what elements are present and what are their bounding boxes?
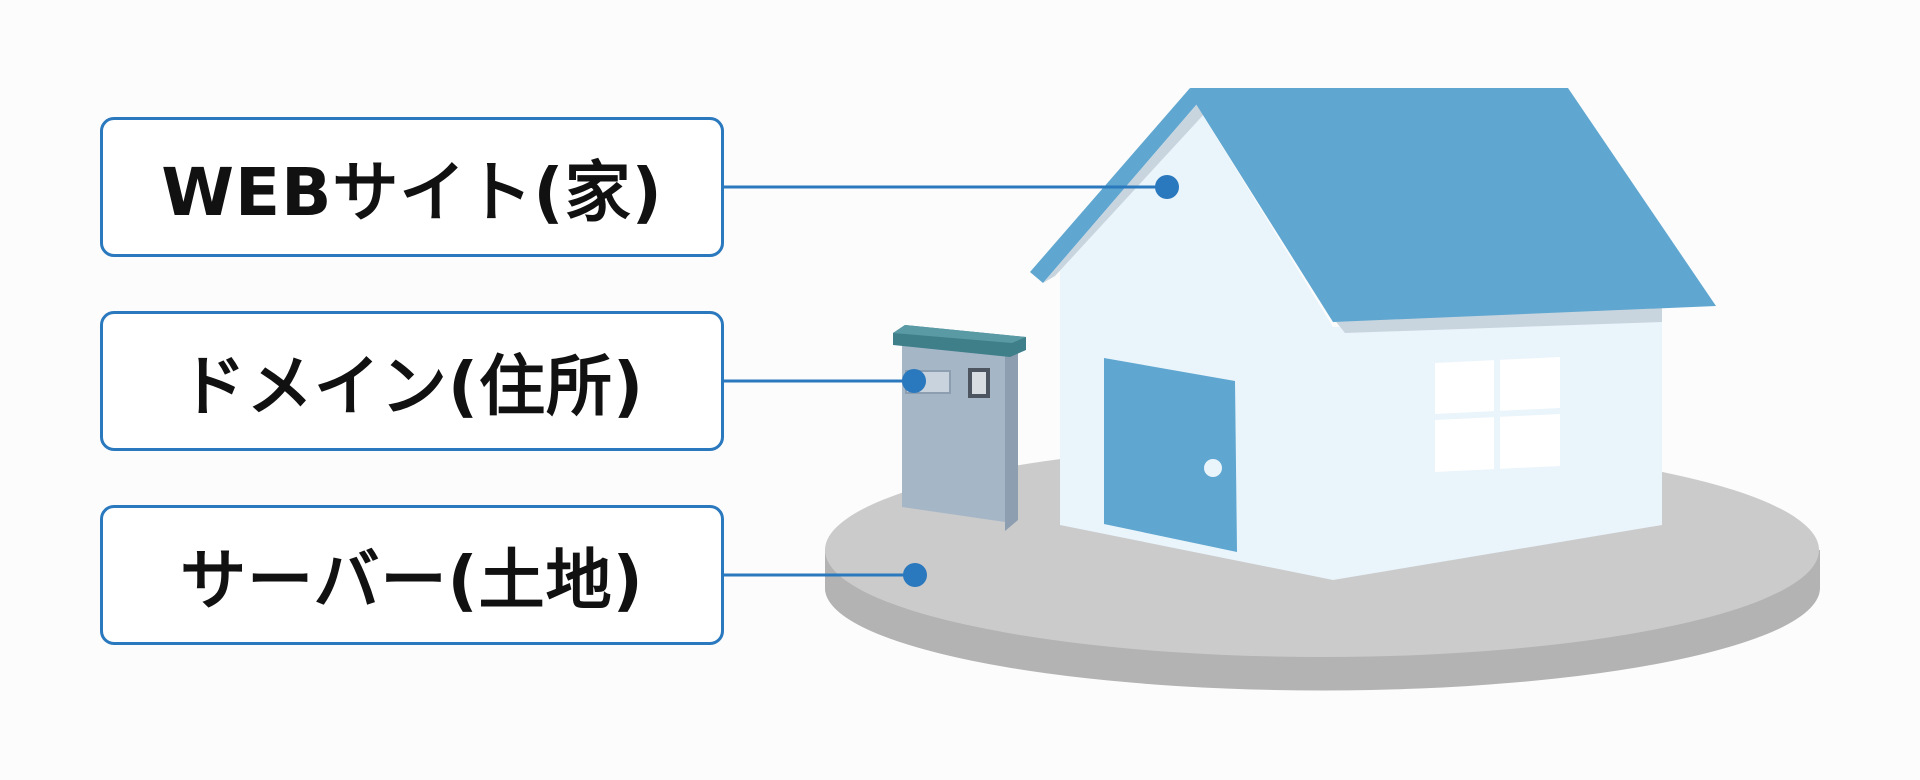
domain-label: ドメイン(住所) [179,348,645,425]
domain-label-box: ドメイン(住所) [100,311,724,451]
server-label-box: サーバー(土地) [100,505,724,645]
house-icon [1030,88,1716,580]
connector-server-dot [903,563,927,587]
connector-lines [724,175,1179,587]
server-label: サーバー(土地) [180,542,644,619]
connector-website-dot [1155,175,1179,199]
connector-domain-dot [902,369,926,393]
website-label: WEBサイト(家) [161,154,663,231]
mailbox-icon [893,325,1026,531]
website-label-box: WEBサイト(家) [100,117,724,257]
